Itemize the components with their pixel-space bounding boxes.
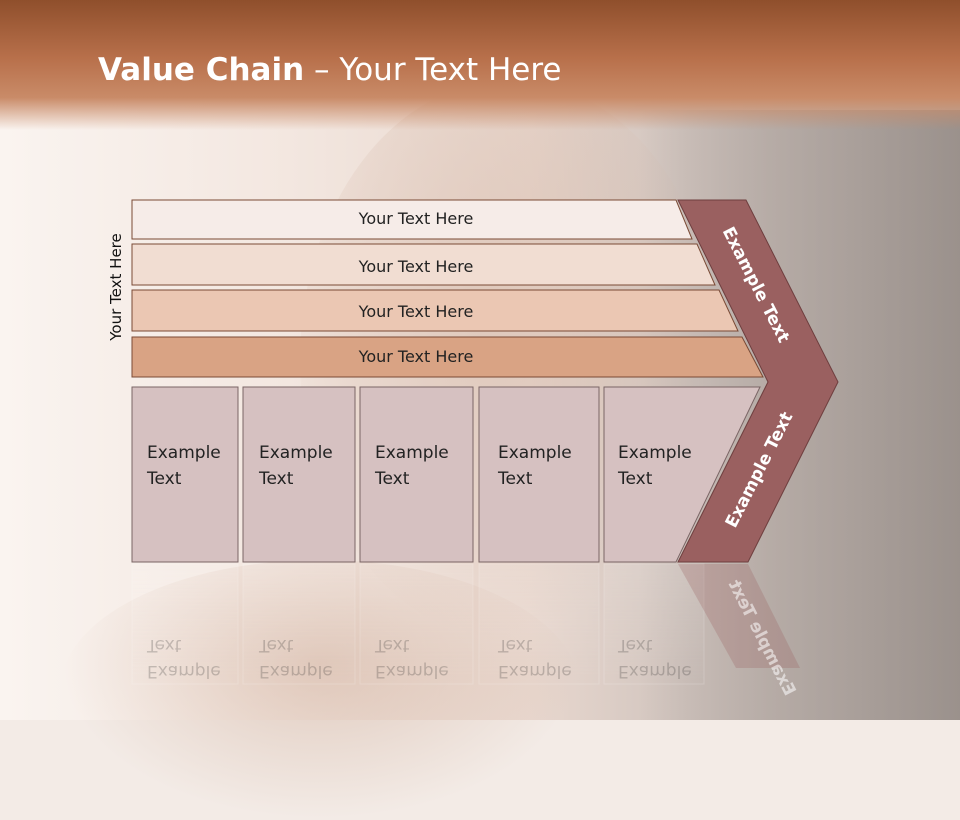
title-rest: – Your Text Here: [304, 52, 562, 88]
box-3-refl-line1: Example: [375, 661, 449, 681]
box-3-refl-line2: Text: [375, 635, 410, 655]
box-5-line2: Text: [618, 469, 653, 489]
box-1: [131, 386, 239, 563]
box-2-line1: Example: [259, 443, 333, 463]
title-bold: Value Chain: [98, 52, 305, 88]
bar-3: [131, 289, 739, 332]
box-4: [478, 386, 600, 563]
box-2-line2: Text: [259, 469, 294, 489]
box-3-label-reflection: Example Text: [375, 632, 449, 684]
box-2: [242, 386, 356, 563]
box-4-label-reflection: Example Text: [498, 632, 572, 684]
slide-title: Value Chain – Your Text Here: [98, 52, 561, 88]
box-3-line2: Text: [375, 469, 410, 489]
box-2-refl-line2: Text: [259, 635, 294, 655]
box-4-line1: Example: [498, 443, 572, 463]
title-banner: [0, 0, 960, 130]
box-1-line2: Text: [147, 469, 182, 489]
box-1-line1: Example: [147, 443, 221, 463]
bar-1-label: Your Text Here: [358, 209, 474, 228]
box-4-line2: Text: [498, 469, 533, 489]
bar-3-label: Your Text Here: [358, 302, 474, 321]
box-1-label-reflection: Example Text: [147, 632, 221, 684]
boxes-reflection: [131, 563, 705, 685]
box-5-label-reflection: Example Text: [618, 632, 692, 684]
bar-4-label: Your Text Here: [358, 347, 474, 366]
box-5-refl-line2: Text: [618, 635, 653, 655]
bar-2: [131, 243, 716, 286]
box-5-line1: Example: [618, 443, 692, 463]
box-2-label-reflection: Example Text: [259, 632, 333, 684]
box-3: [359, 386, 474, 563]
box-4-refl-line2: Text: [498, 635, 533, 655]
chevron-arrow: [677, 199, 839, 563]
value-chain-diagram: [131, 199, 839, 685]
box-4-refl-line1: Example: [498, 661, 572, 681]
box-3-line1: Example: [375, 443, 449, 463]
box-2-refl-line1: Example: [259, 661, 333, 681]
box-1-refl-line2: Text: [147, 635, 182, 655]
box-5: [603, 386, 761, 563]
box-5-refl-line1: Example: [618, 661, 692, 681]
bar-2-label: Your Text Here: [358, 257, 474, 276]
chevron-reflection: [678, 564, 800, 668]
bar-4: [131, 336, 764, 378]
bar-1: [131, 199, 693, 240]
box-1-refl-line1: Example: [147, 661, 221, 681]
